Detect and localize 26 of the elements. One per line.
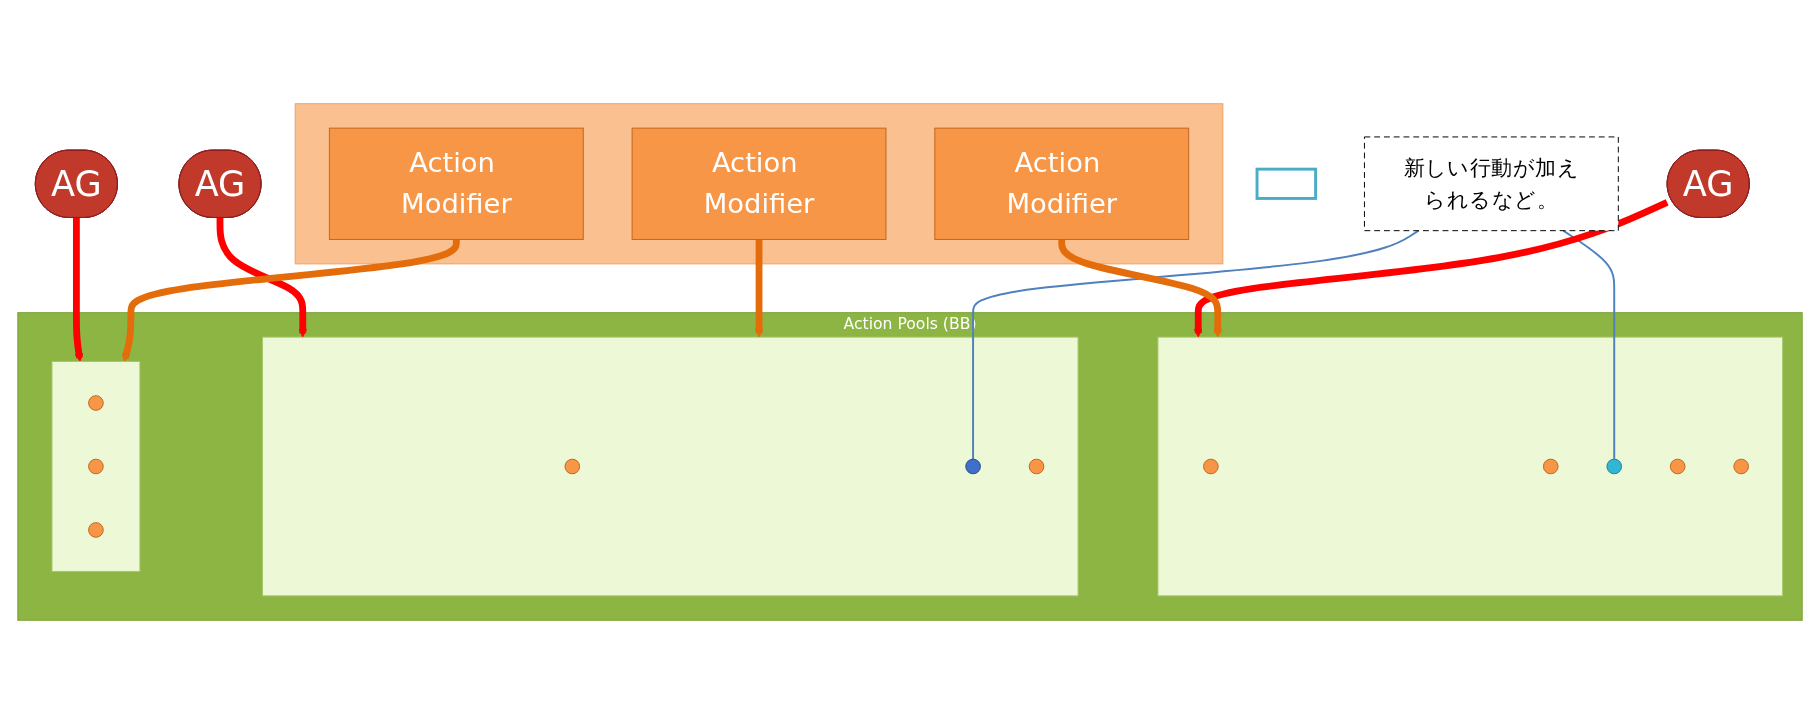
arrow	[754, 239, 764, 338]
node-circle	[1669, 458, 1686, 475]
node-box: Action Modifier	[934, 127, 1190, 240]
node-circle	[564, 458, 581, 475]
cluster	[51, 361, 141, 572]
cluster	[1157, 336, 1784, 597]
node-circle	[965, 458, 981, 475]
node-circle	[88, 458, 104, 475]
arrow	[1193, 199, 1669, 338]
connector	[972, 229, 1420, 461]
node-box: Action Modifier	[328, 127, 584, 240]
node-circle	[1606, 458, 1623, 475]
node-circle	[88, 395, 104, 411]
connector	[1562, 229, 1616, 461]
node-circle	[1203, 458, 1219, 475]
cluster	[294, 103, 1224, 265]
node-box	[1255, 167, 1318, 200]
node-box: Action Modifier	[631, 127, 887, 240]
node-circle	[1028, 458, 1045, 475]
node-circle	[1542, 458, 1559, 475]
arrow	[216, 217, 308, 338]
cluster	[262, 336, 1079, 597]
node-circle	[88, 522, 104, 538]
arrow	[73, 217, 84, 362]
node-box: 新しい行動が加えられるなど。	[1363, 136, 1619, 232]
node-circle	[1733, 458, 1749, 475]
